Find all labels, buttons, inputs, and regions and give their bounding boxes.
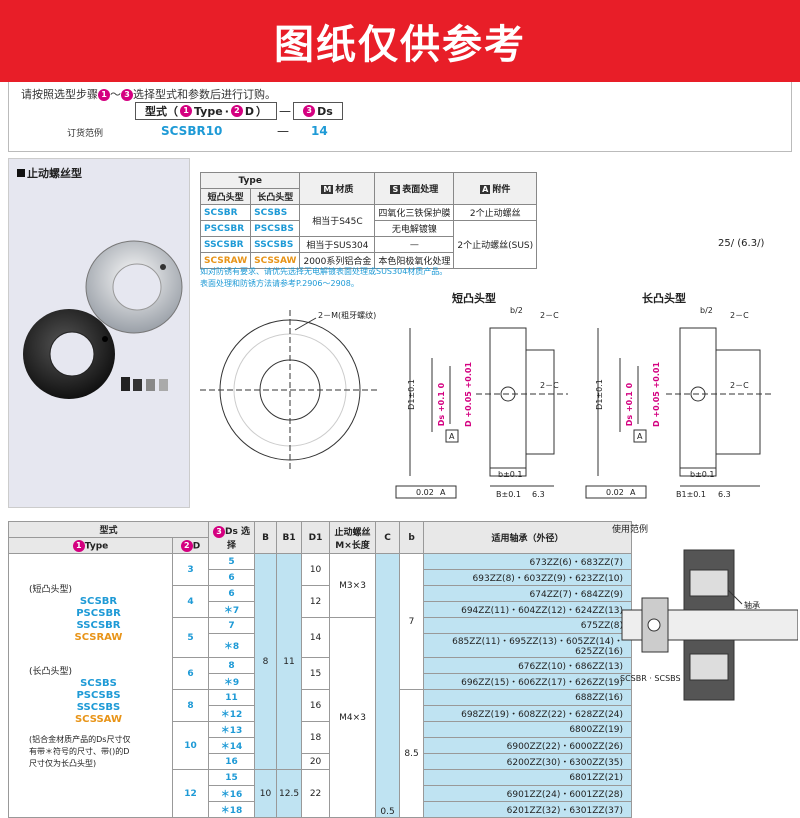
perp-ref-short: A (440, 488, 446, 497)
example-dash: — (277, 124, 289, 138)
usage-example-title: 使用范例 (612, 525, 649, 535)
chamfer-label-short-2: 2－C (540, 381, 559, 390)
long-type-title: 长凸头型 (642, 292, 686, 305)
thread-label: 2－M(粗牙螺纹) (318, 311, 377, 320)
example-label: 订货范例 (67, 129, 104, 139)
ds-label-short: Ds +0.1 0 (437, 382, 447, 427)
usage-example-drawing (621, 549, 798, 701)
banner: 图纸仅供参考 (0, 0, 800, 82)
b2-label-short: b/2 (510, 306, 523, 315)
panel-title: 止动螺丝型 (17, 165, 82, 181)
perp-value-short: 0.02 (416, 488, 434, 497)
B-label-short: B±0.1 (496, 490, 521, 499)
chamfer-label-short: 2－C (540, 311, 559, 320)
perp-value-long: 0.02 (606, 488, 624, 497)
example-type: SCSBR10 (161, 124, 223, 138)
b-label-short: b±0.1 (498, 470, 523, 479)
surface-note: 如对防锈有要求、请优先选择无电解镀表面处理或SUS304材质产品。表面处理和防锈… (200, 267, 448, 288)
d1-label-long: D1±0.1 (594, 379, 604, 410)
order-dash: — (279, 104, 291, 118)
B1-label-long: B1±0.1 (676, 490, 707, 499)
b-label-long: b±0.1 (690, 470, 715, 479)
chamfer-label-long-2: 2－C (730, 381, 749, 390)
perp-ref-long: A (630, 488, 636, 497)
roughness-short: 6.3 (532, 490, 545, 499)
d-label-short: D +0.05 +0.01 (464, 361, 474, 428)
b2-label-long: b/2 (700, 306, 713, 315)
banner-title: 图纸仅供参考 (274, 22, 526, 68)
short-type-title: 短凸头型 (452, 292, 496, 305)
datum-long: A (637, 432, 643, 441)
bearing-label: 轴承 (744, 601, 760, 610)
example-ds: 14 (311, 124, 328, 138)
technical-drawing (200, 310, 774, 499)
d1-label-short: D1±0.1 (406, 379, 416, 410)
ds-label-long: Ds +0.1 0 (625, 382, 635, 427)
datum-short: A (449, 432, 455, 441)
example-caption: SCSBR · SCSBS (620, 674, 681, 683)
d-label-long: D +0.05 +0.01 (652, 361, 662, 428)
product-photo-panel: 止动螺丝型 (8, 158, 190, 508)
roughness-long: 6.3 (718, 490, 731, 499)
collar-photo (23, 240, 183, 399)
chamfer-label-long: 2－C (730, 311, 749, 320)
roughness-symbol: 25/ (6.3/) (718, 238, 765, 249)
